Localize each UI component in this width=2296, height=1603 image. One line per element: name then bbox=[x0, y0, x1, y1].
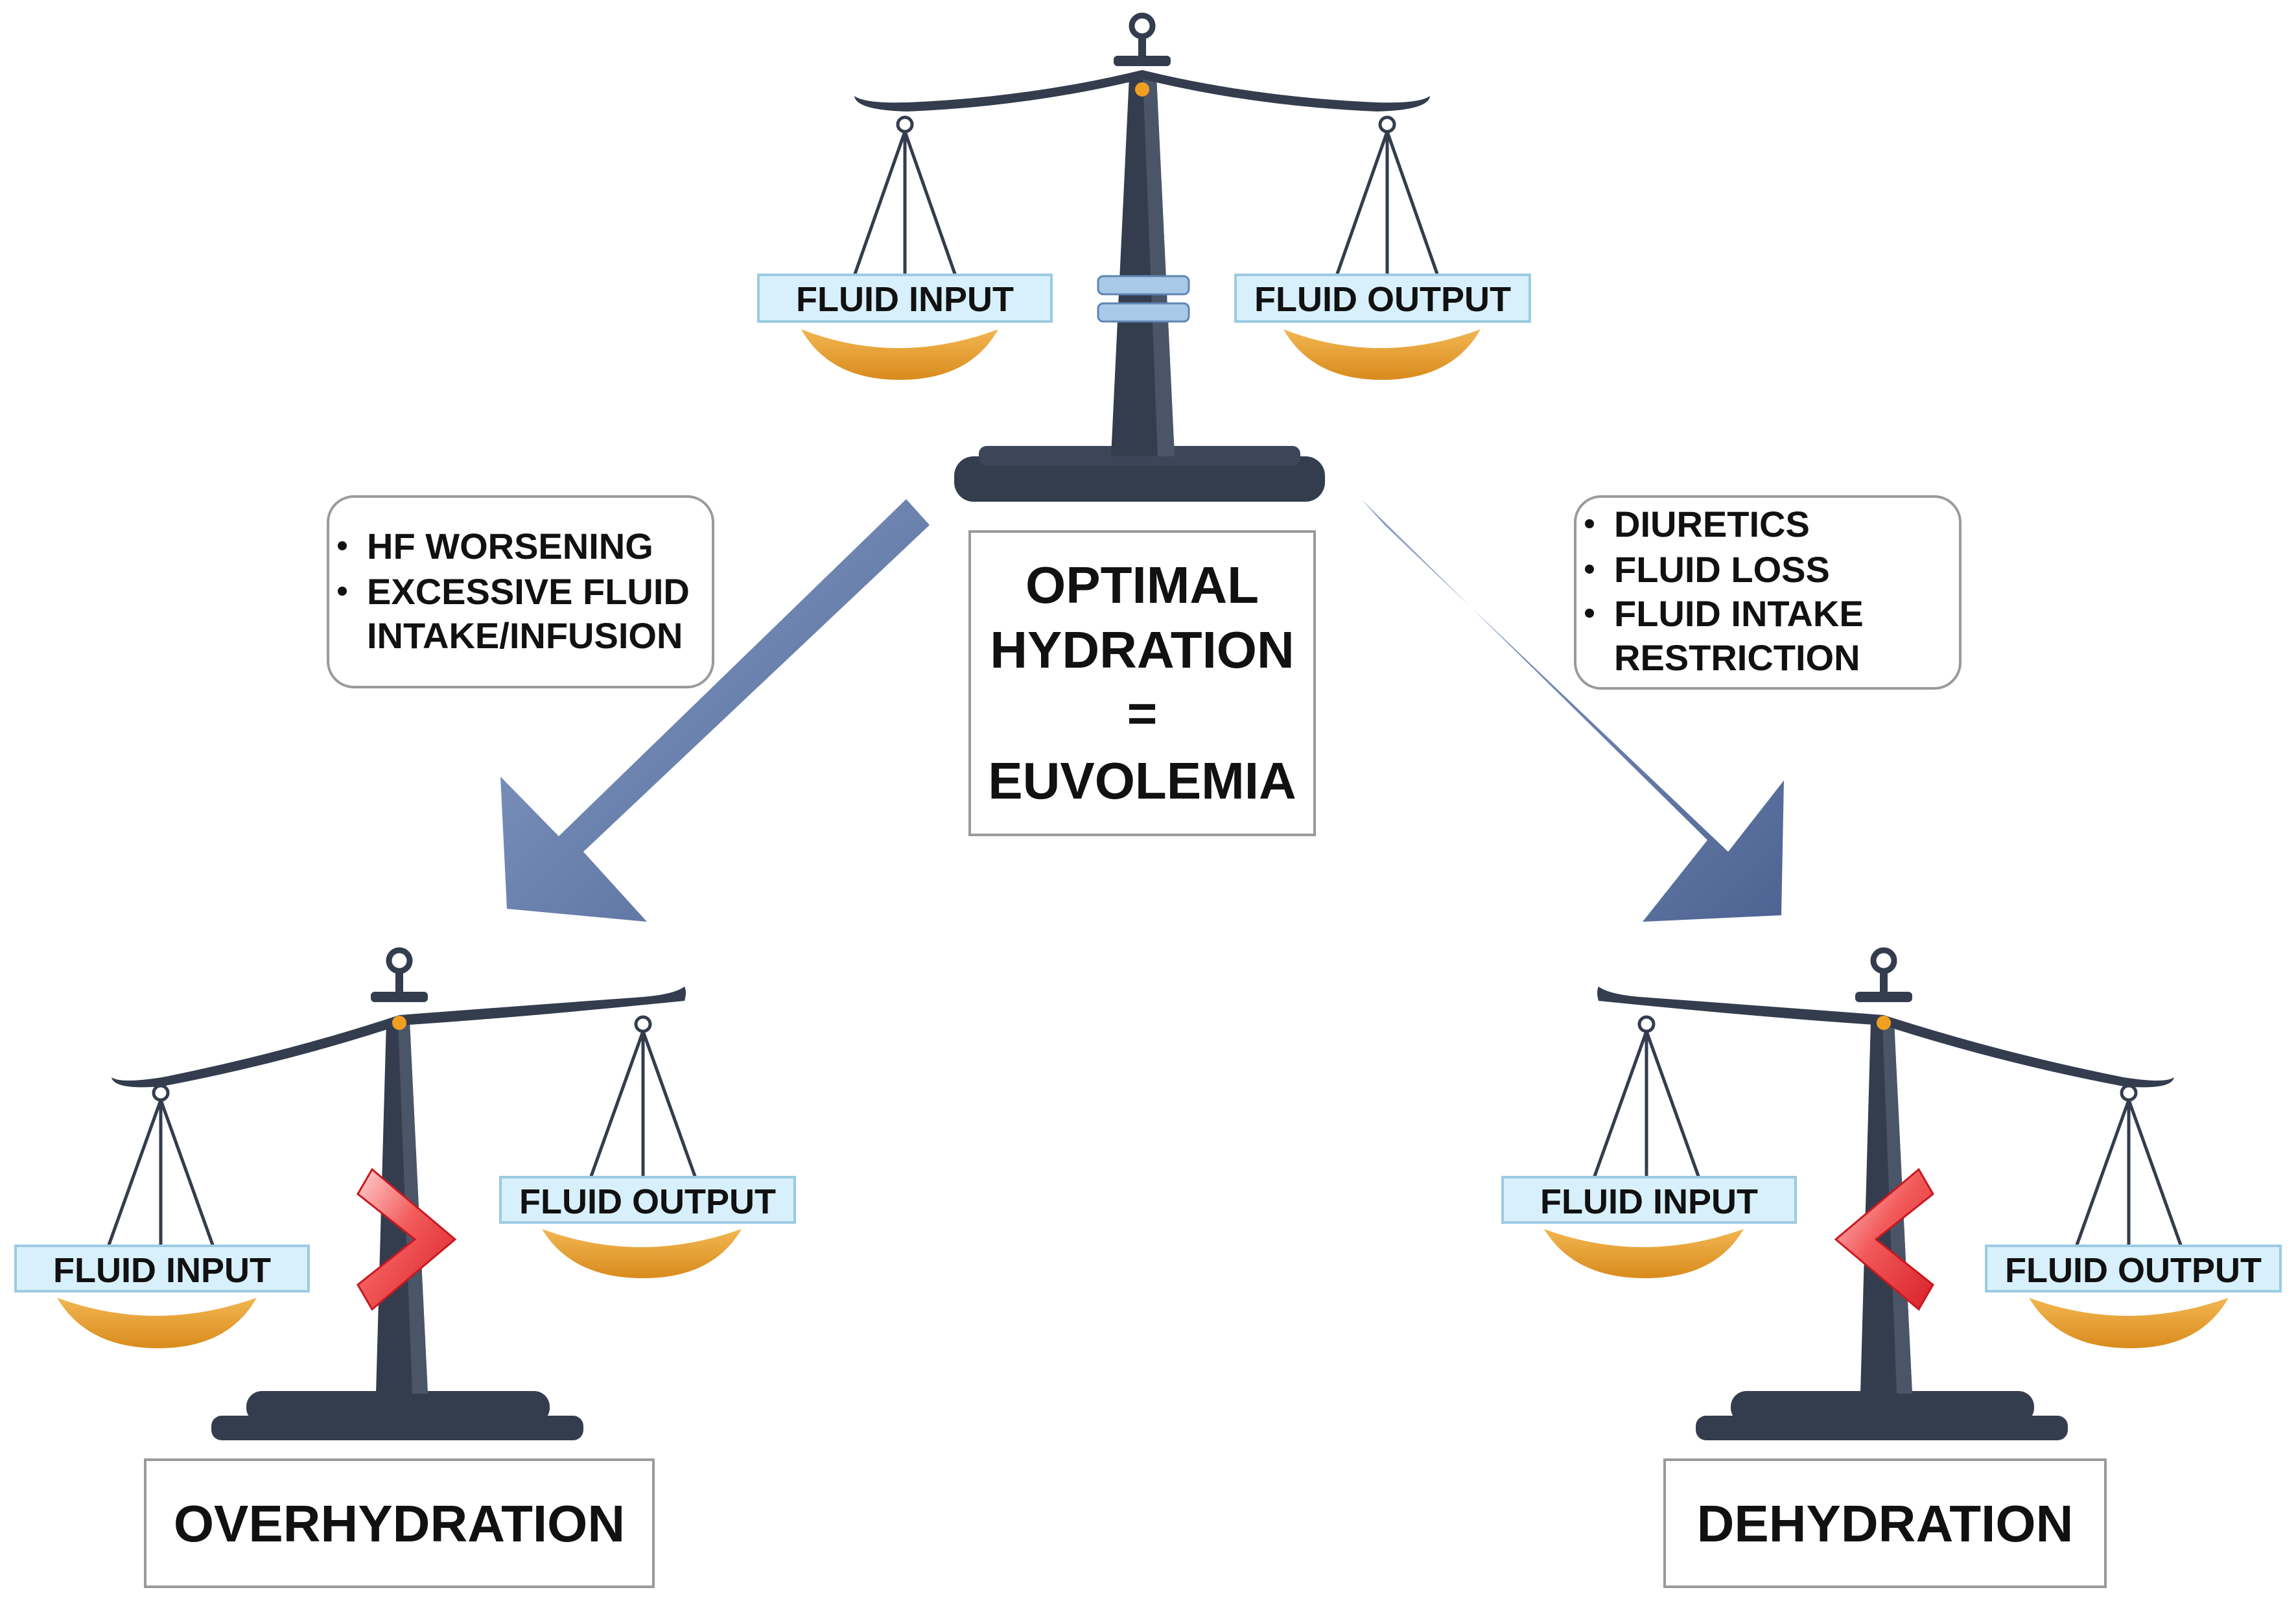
right-pan-label: FLUID OUTPUT bbox=[1254, 280, 1511, 319]
right-cause-1: DIURETICS bbox=[1614, 504, 1810, 544]
right-cause-3-line-1: FLUID INTAKE bbox=[1614, 593, 1864, 634]
scale-beam bbox=[111, 987, 686, 1088]
right-cause-2: FLUID LOSS bbox=[1614, 549, 1830, 590]
right-pan-label-box bbox=[1985, 1245, 2282, 1293]
scale-beam bbox=[854, 70, 1430, 111]
euvolemia-box: OPTIMAL HYDRATION = EUVOLEMIA bbox=[968, 530, 1316, 836]
overhydration-label: OVERHYDRATION bbox=[174, 1495, 625, 1552]
top-scale: FLUID INPUT FLUID OUTPUT bbox=[757, 12, 1531, 502]
left-pan-label-box bbox=[14, 1245, 310, 1293]
euvolemia-line-1: OPTIMAL bbox=[1025, 556, 1259, 614]
scale-base bbox=[954, 456, 1325, 502]
equals-symbol bbox=[1097, 275, 1190, 323]
euvolemia-line-2: HYDRATION bbox=[990, 621, 1294, 679]
left-cause-2-line-2: INTAKE/INFUSION bbox=[367, 615, 683, 656]
bullet-dot bbox=[338, 587, 347, 596]
left-pan bbox=[57, 1298, 257, 1348]
pivot-dot bbox=[392, 1016, 406, 1030]
left-pan-label: FLUID INPUT bbox=[796, 280, 1014, 319]
left-cause-1: HF WORSENING bbox=[367, 526, 653, 567]
arrow-to-overhydration bbox=[500, 499, 930, 922]
scale-top-knob bbox=[386, 947, 413, 974]
right-pan bbox=[2029, 1298, 2229, 1348]
right-pan bbox=[1283, 329, 1481, 380]
dehydration-scale: FLUID INPUT FLUID OUTPUT DEHYDRATION bbox=[1501, 947, 2282, 1588]
left-pan-label: FLUID INPUT bbox=[53, 1251, 271, 1290]
left-pan bbox=[1544, 1229, 1744, 1278]
pivot-dot bbox=[1877, 1016, 1891, 1030]
scale-top-knob bbox=[1870, 947, 1897, 974]
dehydration-label: DEHYDRATION bbox=[1697, 1495, 2074, 1552]
left-causes-box: HF WORSENING EXCESSIVE FLUID INTAKE/INFU… bbox=[327, 495, 714, 688]
right-cause-3-line-2: RESTRICTION bbox=[1614, 637, 1860, 678]
bullet-dot bbox=[1585, 519, 1594, 528]
right-pan-label: FLUID OUTPUT bbox=[2005, 1251, 2262, 1290]
left-pan-label: FLUID INPUT bbox=[1540, 1182, 1758, 1221]
right-pan-label-box bbox=[499, 1176, 796, 1224]
left-pan bbox=[801, 329, 998, 380]
less-than-symbol bbox=[1834, 1167, 1934, 1311]
right-pan-label-box bbox=[1234, 274, 1531, 323]
right-causes-box: DIURETICS FLUID LOSS FLUID INTAKE RESTRI… bbox=[1574, 495, 1962, 690]
euvolemia-line-3: = bbox=[1127, 684, 1158, 742]
pivot-dot bbox=[1135, 82, 1149, 97]
euvolemia-line-4: EUVOLEMIA bbox=[988, 752, 1296, 810]
arrow-to-dehydration bbox=[1361, 499, 1784, 922]
bullet-dot bbox=[338, 541, 347, 550]
left-pan-label-box bbox=[757, 274, 1053, 323]
overhydration-label-box bbox=[144, 1458, 655, 1588]
bullet-dot bbox=[1585, 609, 1594, 618]
right-pan-label: FLUID OUTPUT bbox=[519, 1182, 776, 1221]
left-pan-label-box bbox=[1501, 1176, 1797, 1224]
dehydration-label-box bbox=[1663, 1458, 2107, 1588]
left-cause-2-line-1: EXCESSIVE FLUID bbox=[367, 571, 690, 612]
bullet-dot bbox=[1585, 565, 1594, 574]
overhydration-scale: FLUID INPUT FLUID OUTPUT OVERHYDRATION bbox=[14, 947, 796, 1588]
right-pan bbox=[542, 1229, 742, 1278]
scale-beam bbox=[1597, 987, 2174, 1088]
scale-top-knob bbox=[1129, 12, 1156, 40]
greater-than-symbol bbox=[357, 1167, 457, 1311]
